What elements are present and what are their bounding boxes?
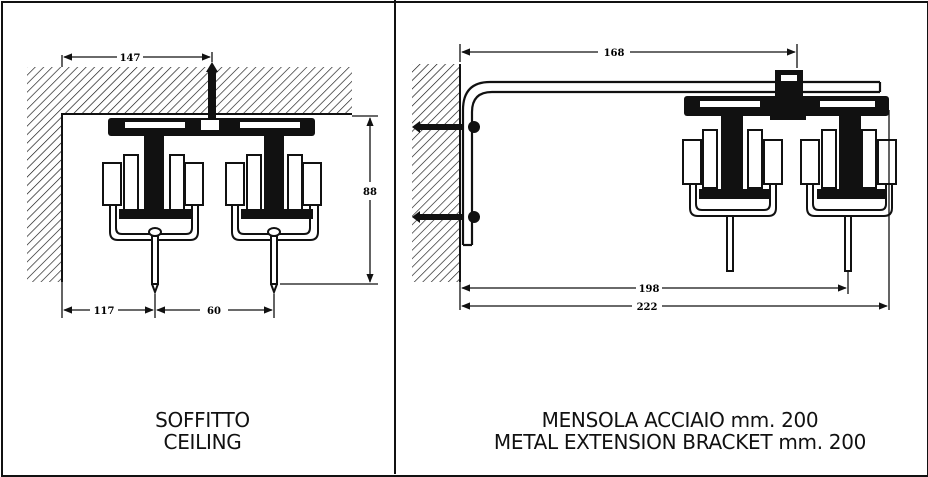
ceiling-caption-italian: SOFFITTO [155, 408, 250, 432]
side-wall-hatch [412, 64, 461, 282]
bracket-caption: MENSOLA ACCIAIO mm. 200 METAL EXTENSION … [470, 409, 890, 453]
dim-147-label: 147 [120, 53, 141, 64]
dim-60-label: 60 [207, 306, 221, 317]
runner-carrier-1 [102, 135, 204, 295]
bracket-runner-2 [800, 115, 897, 272]
bracket-clamp [775, 70, 803, 96]
dim-117-60-line [61, 282, 275, 318]
dim-198-222-line [459, 110, 890, 310]
ceiling-screw [206, 62, 218, 118]
dim-198-label: 198 [639, 284, 660, 295]
bracket-track [684, 96, 889, 120]
dim-222-label: 222 [637, 302, 658, 313]
ceiling-wall-hatch [27, 67, 352, 282]
ceiling-track-left [108, 118, 315, 136]
wall-screw-upper [412, 121, 480, 133]
panel-divider [394, 0, 396, 474]
runner-carrier-2 [225, 135, 322, 295]
dim-147-line [61, 52, 213, 67]
wall-screw-lower [412, 211, 480, 223]
bracket-runner-1 [682, 115, 783, 272]
dim-168-label: 168 [604, 48, 625, 59]
bracket-caption-english: METAL EXTENSION BRACKET mm. 200 [493, 430, 867, 454]
steel-extension-bracket [461, 80, 882, 247]
dim-88-label: 88 [363, 187, 377, 198]
dim-117-label: 117 [94, 306, 115, 317]
dim-168-line [459, 44, 798, 68]
ceiling-caption: SOFFITTO CEILING [60, 409, 345, 453]
dim-88-line [280, 115, 378, 285]
ceiling-caption-english: CEILING [163, 430, 242, 454]
bracket-caption-italian: MENSOLA ACCIAIO mm. 200 [541, 408, 819, 432]
